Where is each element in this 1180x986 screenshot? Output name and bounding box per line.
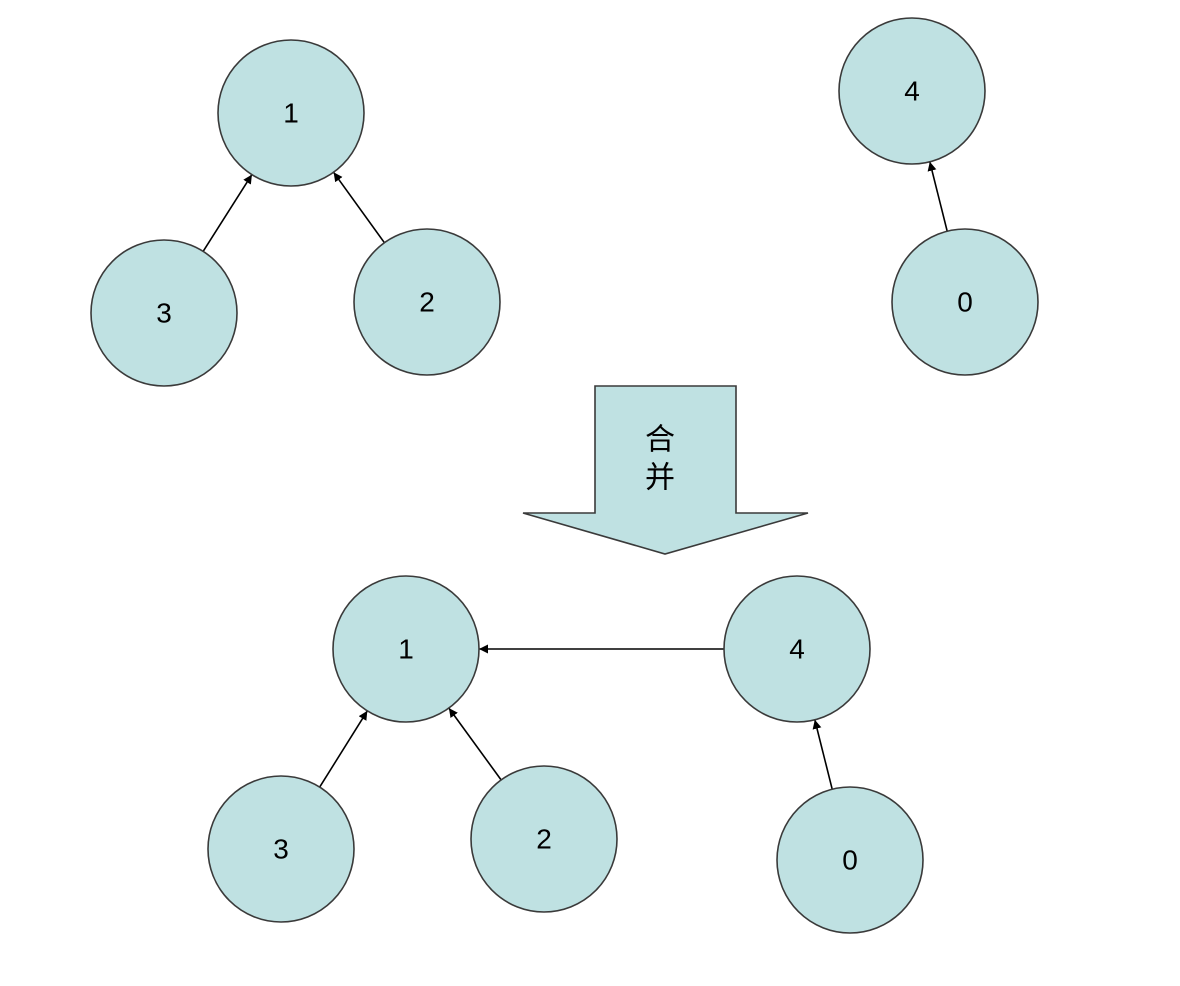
node-after-1: 1: [332, 575, 480, 723]
node-after-2: 2: [470, 765, 618, 913]
node-after-0: 0: [776, 786, 924, 934]
edge-a0-to-a4: [812, 719, 833, 790]
node-label: 4: [904, 76, 920, 107]
merge-label-char-1: 合: [645, 423, 675, 458]
node-before-3: 3: [90, 239, 238, 387]
merge-label-char-2: 并: [645, 461, 675, 496]
merge-arrow: 合 并: [522, 385, 809, 555]
edge-b3-to-b1: [202, 174, 253, 252]
node-label: 0: [842, 845, 858, 876]
edge-b2-to-b1: [332, 171, 386, 244]
after-state: 1 4 3 2 0: [207, 575, 924, 934]
edge-a3-to-a1: [319, 710, 368, 788]
node-label: 3: [273, 834, 289, 865]
node-before-4: 4: [838, 17, 986, 165]
node-before-2: 2: [353, 228, 501, 376]
node-label: 3: [156, 298, 172, 329]
edge-a2-to-a1: [448, 707, 502, 781]
node-label: 1: [283, 98, 299, 129]
node-label: 2: [419, 287, 435, 318]
node-label: 0: [957, 287, 973, 318]
edges-layer: [202, 161, 948, 790]
node-before-0: 0: [891, 228, 1039, 376]
node-label: 1: [398, 634, 414, 665]
before-state: 1 3 2 4 0: [90, 17, 1039, 387]
node-after-4: 4: [723, 575, 871, 723]
node-before-1: 1: [217, 39, 365, 187]
node-after-3: 3: [207, 775, 355, 923]
merge-arrow-shape: [522, 385, 809, 555]
node-label: 4: [789, 634, 805, 665]
node-label: 2: [536, 824, 552, 855]
edge-b0-to-b4: [927, 161, 948, 232]
